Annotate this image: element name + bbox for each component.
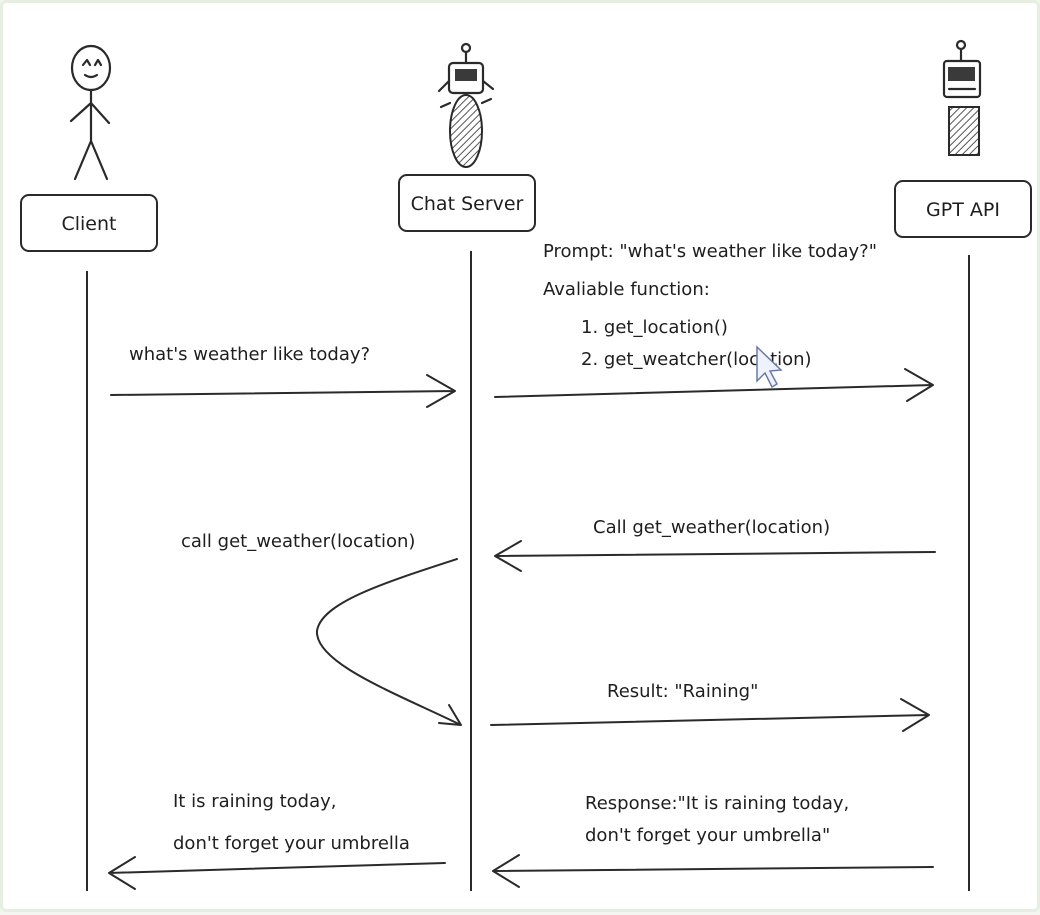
sequence-diagram: Client Chat Server GPT API what's weathe… <box>20 39 1032 891</box>
robot-box-icon <box>942 39 982 156</box>
message-label: what's weather like today? <box>129 344 370 365</box>
gpt-api-label: GPT API <box>926 199 1000 221</box>
client-label: Client <box>61 213 116 235</box>
response-line: Response:"It is raining today, <box>585 793 849 814</box>
gpt-api-box: GPT API <box>894 180 1032 238</box>
robot-icon <box>437 42 495 168</box>
chat-server-label: Chat Server <box>411 193 524 215</box>
stick-figure-icon <box>69 44 112 181</box>
client-box: Client <box>20 194 158 252</box>
response-line: don't forget your umbrella" <box>585 825 830 846</box>
reply-line: don't forget your umbrella <box>173 833 410 854</box>
message-server-self-call: call get_weather(location) <box>181 531 462 726</box>
arrow-left <box>492 854 934 888</box>
prompt-label: Prompt: "what's weather like today?" <box>543 241 877 262</box>
message-server-to-api-prompt: Prompt: "what's weather like today?" Ava… <box>494 241 934 402</box>
message-label: Call get_weather(location) <box>593 517 830 538</box>
available-function-label: Avaliable function: <box>543 279 710 300</box>
reply-line: It is raining today, <box>173 791 337 812</box>
message-server-to-client: It is raining today, don't forget your u… <box>108 791 446 890</box>
chat-server-box: Chat Server <box>398 174 536 232</box>
function-item: 1. get_location() <box>581 317 728 338</box>
message-client-to-server: what's weather like today? <box>110 344 456 408</box>
arrow-right <box>494 368 934 402</box>
function-item: 2. get_weatcher(location) <box>581 349 812 370</box>
message-server-to-api-result: Result: "Raining" <box>490 681 930 732</box>
arrow-right <box>490 698 930 732</box>
arrow-right <box>110 374 456 408</box>
mouse-cursor-icon <box>756 345 783 389</box>
message-api-to-server-response: Response:"It is raining today, don't for… <box>492 793 934 888</box>
self-call-arrow <box>315 558 462 726</box>
arrow-left <box>108 856 446 890</box>
arrow-left <box>494 540 936 572</box>
message-label: Result: "Raining" <box>607 681 758 702</box>
message-api-to-server-call: Call get_weather(location) <box>494 517 936 572</box>
message-label: call get_weather(location) <box>181 531 415 552</box>
